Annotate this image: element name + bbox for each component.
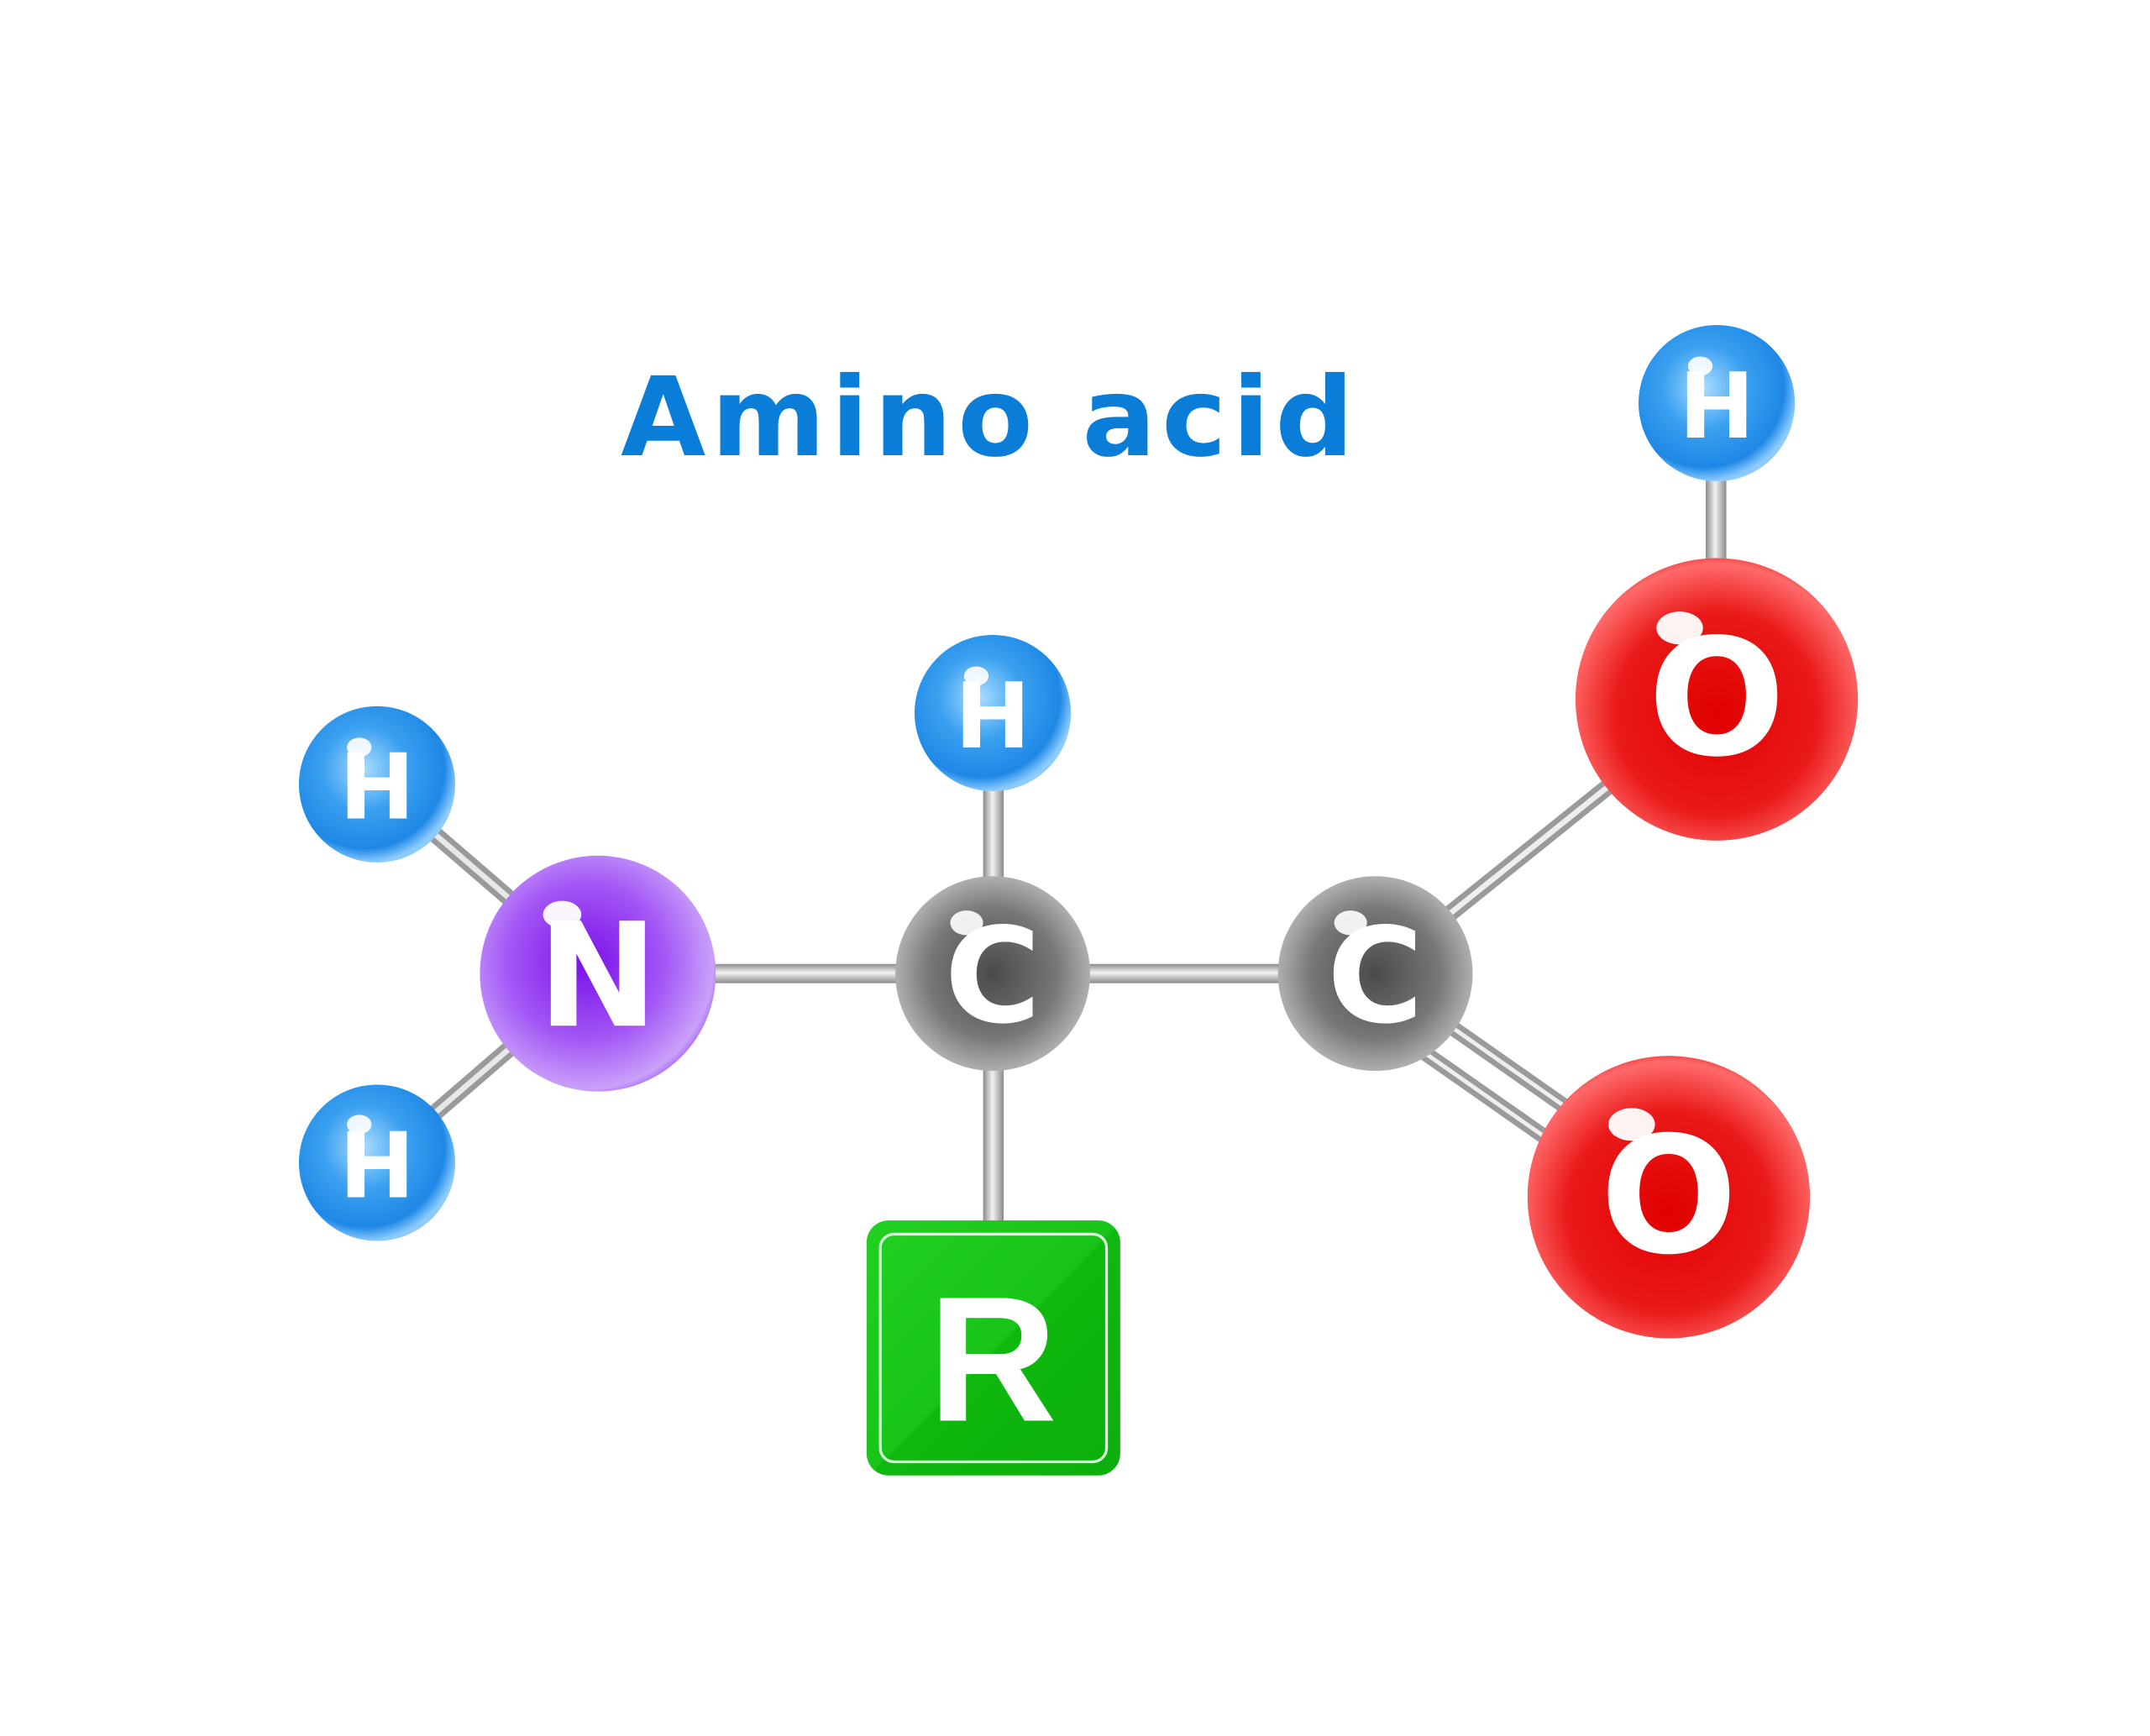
atom-label: C (945, 899, 1041, 1052)
atom-label: N (538, 893, 658, 1060)
atom-alpha-carbon: C (895, 876, 1090, 1072)
atom-label: H (1679, 354, 1754, 459)
r-group-label: R (928, 1259, 1057, 1458)
atom-label: O (1648, 605, 1786, 793)
r-group-box: R (866, 1220, 1120, 1476)
atom-carboxyl-carbon: C (1277, 876, 1473, 1072)
bonds (371, 403, 1727, 1228)
atom-hydrogen-2: H (298, 1084, 456, 1241)
atom-nitrogen: N (480, 855, 716, 1092)
atom-label: H (339, 736, 415, 841)
atom-label: H (339, 1114, 415, 1219)
atom-hydrogen-3: H (914, 634, 1072, 792)
atom-label: O (1600, 1103, 1738, 1291)
atom-oxygen-carbonyl: O (1527, 1056, 1811, 1339)
atom-oxygen-hydroxyl: O (1575, 558, 1859, 841)
atom-label: C (1327, 899, 1424, 1052)
atom-label: H (955, 664, 1030, 769)
diagram-title: Amino acid (621, 354, 1359, 481)
atom-hydrogen-4: H (1639, 324, 1796, 482)
atom-hydrogen-1: H (298, 705, 456, 863)
